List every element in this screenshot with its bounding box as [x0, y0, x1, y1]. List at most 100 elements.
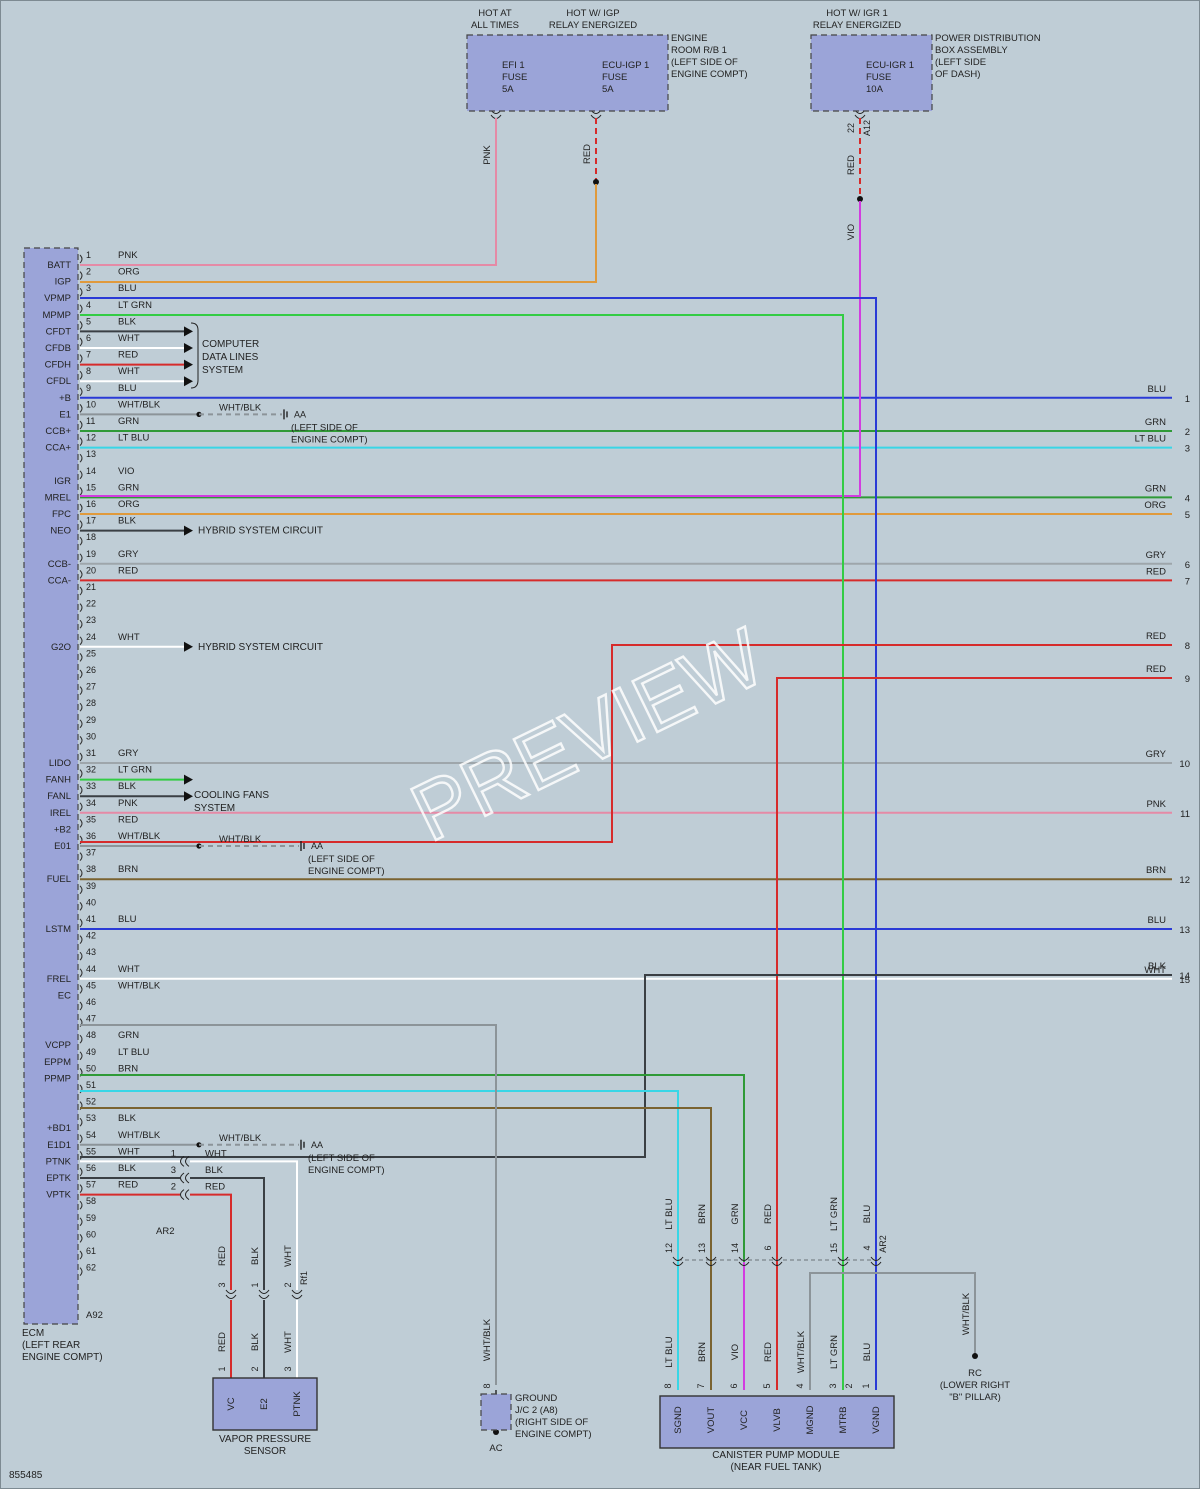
ecm-pin-connector — [79, 1200, 83, 1210]
ecm-wire-color-label: BLK — [118, 316, 137, 327]
ecm-pin-number: 47 — [86, 1014, 96, 1024]
canister-pin-number: 2 — [844, 1383, 854, 1388]
wire-color-label: RED — [763, 1342, 774, 1362]
canister-terminal-mgnd: MGND — [805, 1405, 816, 1434]
ecm-wire-color-label: BRN — [118, 864, 138, 875]
data-line-arrow — [184, 343, 193, 353]
fuse-label: ECU-IGP 1 — [602, 60, 649, 71]
ecm-terminal-fuel: FUEL — [47, 874, 71, 885]
ecm-pin-number: 2 — [86, 267, 91, 277]
ecm-pin-number: 29 — [86, 715, 96, 725]
power-distribution-box-label: (LEFT SIDE — [935, 57, 986, 68]
ecm-pin-number: 3 — [86, 283, 91, 293]
output-connector-number: 6 — [1185, 560, 1190, 571]
ecm-pin-connector — [79, 852, 83, 861]
wire-color-label: RED — [205, 1182, 225, 1193]
ecm-wire-color-label: GRY — [118, 748, 139, 759]
wire-color-label: WHT/BLK — [796, 1330, 807, 1373]
ecm-pin-number: 53 — [86, 1113, 96, 1123]
ecm-wire-color-label: WHT/BLK — [118, 980, 161, 991]
wire-color-label: WHT/BLK — [219, 402, 262, 413]
sensor-upper-pin: 2 — [283, 1282, 293, 1287]
wire-color-label: LT GRN — [829, 1335, 840, 1369]
components-layer — [23, 34, 933, 1449]
ground-aa-label: AA — [294, 409, 306, 419]
canister-upper-pin: 13 — [697, 1243, 707, 1253]
wire-grn-vcpp — [80, 1074, 745, 1262]
ecm-pin-connector — [79, 1001, 83, 1011]
ecm-pin-connector — [79, 935, 83, 944]
output-wire-color-label: GRY — [1146, 550, 1167, 561]
ecm-terminal-e1: E1 — [59, 409, 71, 420]
wire-color-label: WHT/BLK — [219, 1133, 262, 1144]
hybrid-system-note: HYBRID SYSTEM CIRCUIT — [198, 642, 323, 653]
sensor-terminal-ptnk: PTNK — [292, 1391, 303, 1417]
wire-blk-sensor — [190, 1177, 265, 1290]
ecm-pin-connector — [79, 370, 83, 380]
ground-jc-label: J/C 2 (A8) — [515, 1405, 558, 1416]
ecm-pin-number: 35 — [86, 814, 96, 824]
ecm-terminal-ptnk: PTNK — [46, 1156, 72, 1167]
wire-color-label: BLK — [250, 1246, 261, 1265]
output-connector-number: 3 — [1185, 444, 1190, 455]
ground-aa-location: (LEFT SIDE OF — [291, 422, 358, 433]
ground-aa-symbol — [300, 1139, 305, 1150]
ecm-pin-connector — [79, 885, 83, 895]
ecm-pin-connector — [79, 437, 83, 446]
wire-red-vlvb — [776, 677, 1172, 1390]
canister-pin-number: 4 — [795, 1383, 805, 1388]
ecm-pin-connector — [79, 337, 83, 347]
output-wire-color-label: GRN — [1145, 483, 1166, 494]
ecm-wire-color-label: WHT — [118, 632, 140, 643]
power-source-header-igp: RELAY ENERGIZED — [549, 20, 637, 31]
ecm-terminal-cfdb: CFDB — [45, 343, 71, 354]
wire-org-igp — [80, 184, 597, 283]
ecm-pin-number: 20 — [86, 565, 96, 575]
output-wire-color-label: LT BLU — [1135, 434, 1166, 445]
ecm-terminal-fpc: FPC — [52, 509, 71, 520]
ecm-terminal-cca: CCA+ — [45, 443, 71, 454]
wire-ltblu-eppm — [80, 1090, 679, 1390]
canister-pin-number: 5 — [762, 1383, 772, 1388]
power-source-header-igp: HOT W/ IGP — [566, 8, 619, 19]
data-lines-note: SYSTEM — [202, 365, 243, 376]
ecm-wire-color-label: WHT — [118, 366, 140, 377]
ecm-terminal-ppmp: PPMP — [44, 1073, 71, 1084]
ecm-pin-number: 51 — [86, 1080, 96, 1090]
power-distribution-box-label: BOX ASSEMBLY — [935, 45, 1008, 56]
ecm-pin-connector — [79, 669, 83, 679]
fuse-label: FUSE — [502, 72, 527, 83]
ecm-terminal-cfdh: CFDH — [45, 360, 72, 371]
ecm-terminal-mrel: MREL — [45, 492, 71, 503]
ecm-terminal-vcpp: VCPP — [45, 1040, 71, 1051]
ecm-wire-color-label: RED — [118, 814, 138, 825]
ecm-pin-number: 61 — [86, 1246, 96, 1256]
ecm-pin-number: 48 — [86, 1030, 96, 1040]
ecm-pin-connector — [79, 254, 83, 264]
ecm-pin-number: 15 — [86, 482, 96, 492]
hybrid-system-note: HYBRID SYSTEM CIRCUIT — [198, 526, 323, 537]
sensor-inline-connector — [291, 1289, 303, 1299]
power-source-header-igr1: RELAY ENERGIZED — [813, 20, 901, 31]
ecm-pin-number: 1 — [86, 250, 91, 260]
ecm-pin-connector — [79, 785, 83, 795]
ground-aa-symbol — [300, 841, 305, 851]
ecm-pin-connector — [79, 453, 83, 463]
ecm-pin-number: 44 — [86, 964, 96, 974]
ecm-pin-connector — [79, 536, 83, 546]
ground-jc-box — [480, 1393, 512, 1431]
ecm-wire-color-label: WHT/BLK — [118, 1130, 161, 1141]
sensor-terminal-e2: E2 — [259, 1398, 270, 1410]
wire-whtblk-ec — [80, 1024, 497, 1385]
preview-watermark: PREVIEW — [398, 611, 778, 859]
ecm-box — [23, 247, 79, 1325]
wire-red-b2 — [80, 644, 1172, 843]
ecm-wire-color-label: WHT/BLK — [118, 831, 161, 842]
output-wire-color-label: GRN — [1145, 417, 1166, 428]
canister-pin-number: 3 — [828, 1383, 838, 1388]
fuse-label: 5A — [602, 84, 614, 95]
ecm-pin-number: 42 — [86, 931, 96, 941]
canister-pin-number: 6 — [729, 1383, 739, 1388]
ecm-pin-number: 49 — [86, 1047, 96, 1057]
ecm-pin-number: 23 — [86, 615, 96, 625]
